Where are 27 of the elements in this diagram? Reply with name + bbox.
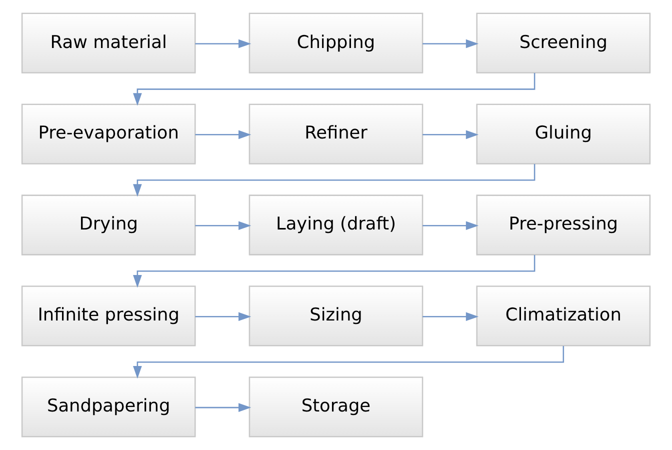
node-box: Climatization	[476, 286, 651, 346]
node-box: Raw material	[21, 12, 196, 74]
node-box: Refiner	[248, 104, 424, 164]
arrow	[133, 254, 536, 288]
arrow	[195, 39, 252, 48]
node-box: Pre-pressing	[476, 194, 651, 256]
arrow	[422, 312, 479, 322]
arrow	[133, 73, 536, 106]
node-box: Storage	[248, 376, 424, 438]
arrow	[422, 39, 479, 48]
node-box: Sizing	[248, 286, 424, 346]
arrow	[195, 130, 252, 140]
node-box: Gluing	[476, 104, 651, 164]
node-box: Pre-evaporation	[21, 104, 196, 164]
node-box: Screening	[476, 12, 651, 74]
arrow	[195, 221, 252, 230]
arrow	[133, 346, 564, 379]
arrow	[422, 130, 479, 140]
arrow	[422, 221, 479, 230]
arrow	[195, 403, 252, 412]
node-box: Chipping	[248, 12, 424, 74]
arrow	[133, 164, 536, 197]
node-box: Sandpapering	[21, 376, 196, 438]
node-box: Laying (draft)	[248, 194, 424, 256]
node-box: Drying	[21, 194, 196, 256]
arrow	[195, 312, 252, 322]
node-box: Infinite pressing	[21, 286, 196, 346]
